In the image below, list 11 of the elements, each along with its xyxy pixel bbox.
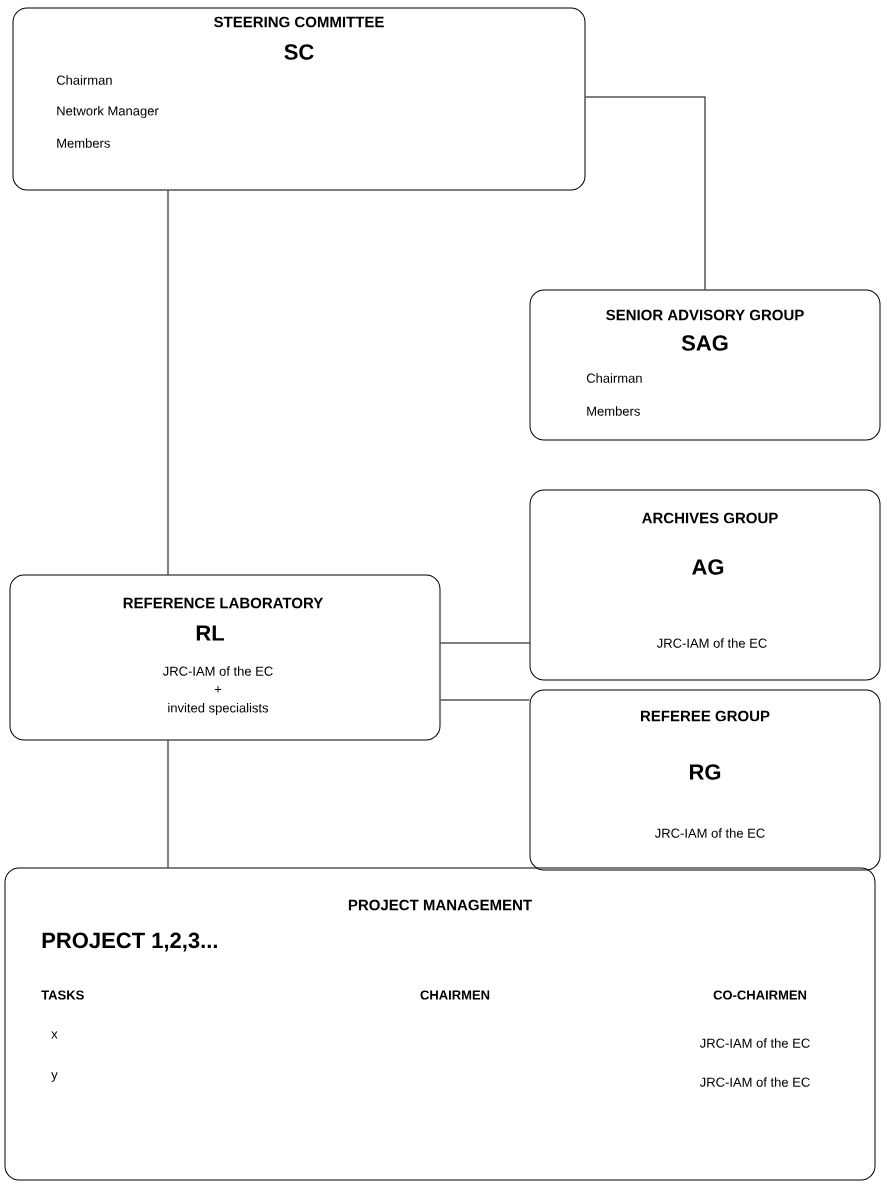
- connector-line: [585, 96, 706, 290]
- connector-line: [440, 642, 530, 644]
- group-box: ARCHIVES GROUP AG JRC-IAM of the EC: [529, 489, 881, 681]
- project-box: PROJECT MANAGEMENT PROJECT 1,2,3... TASKS CHAIRMEN CO-CHAIRMEN x y JRC-IAM of the EC JRC-IAM of the EC: [4, 867, 876, 1181]
- group-box: SENIOR ADVISORY GROUP SAG Chairman Members: [529, 289, 881, 441]
- group-box: REFEREE GROUP RG JRC-IAM of the EC: [529, 689, 881, 871]
- laboratory-box: REFERENCE LABORATORY RL JRC-IAM of the EC + invited specialists: [9, 574, 441, 741]
- connector-line: [167, 190, 169, 575]
- connector-line: [167, 740, 169, 868]
- connector-line: [440, 699, 530, 701]
- committee-box: STEERING COMMITTEE SC Chairman Network Manager Members: [12, 7, 586, 191]
